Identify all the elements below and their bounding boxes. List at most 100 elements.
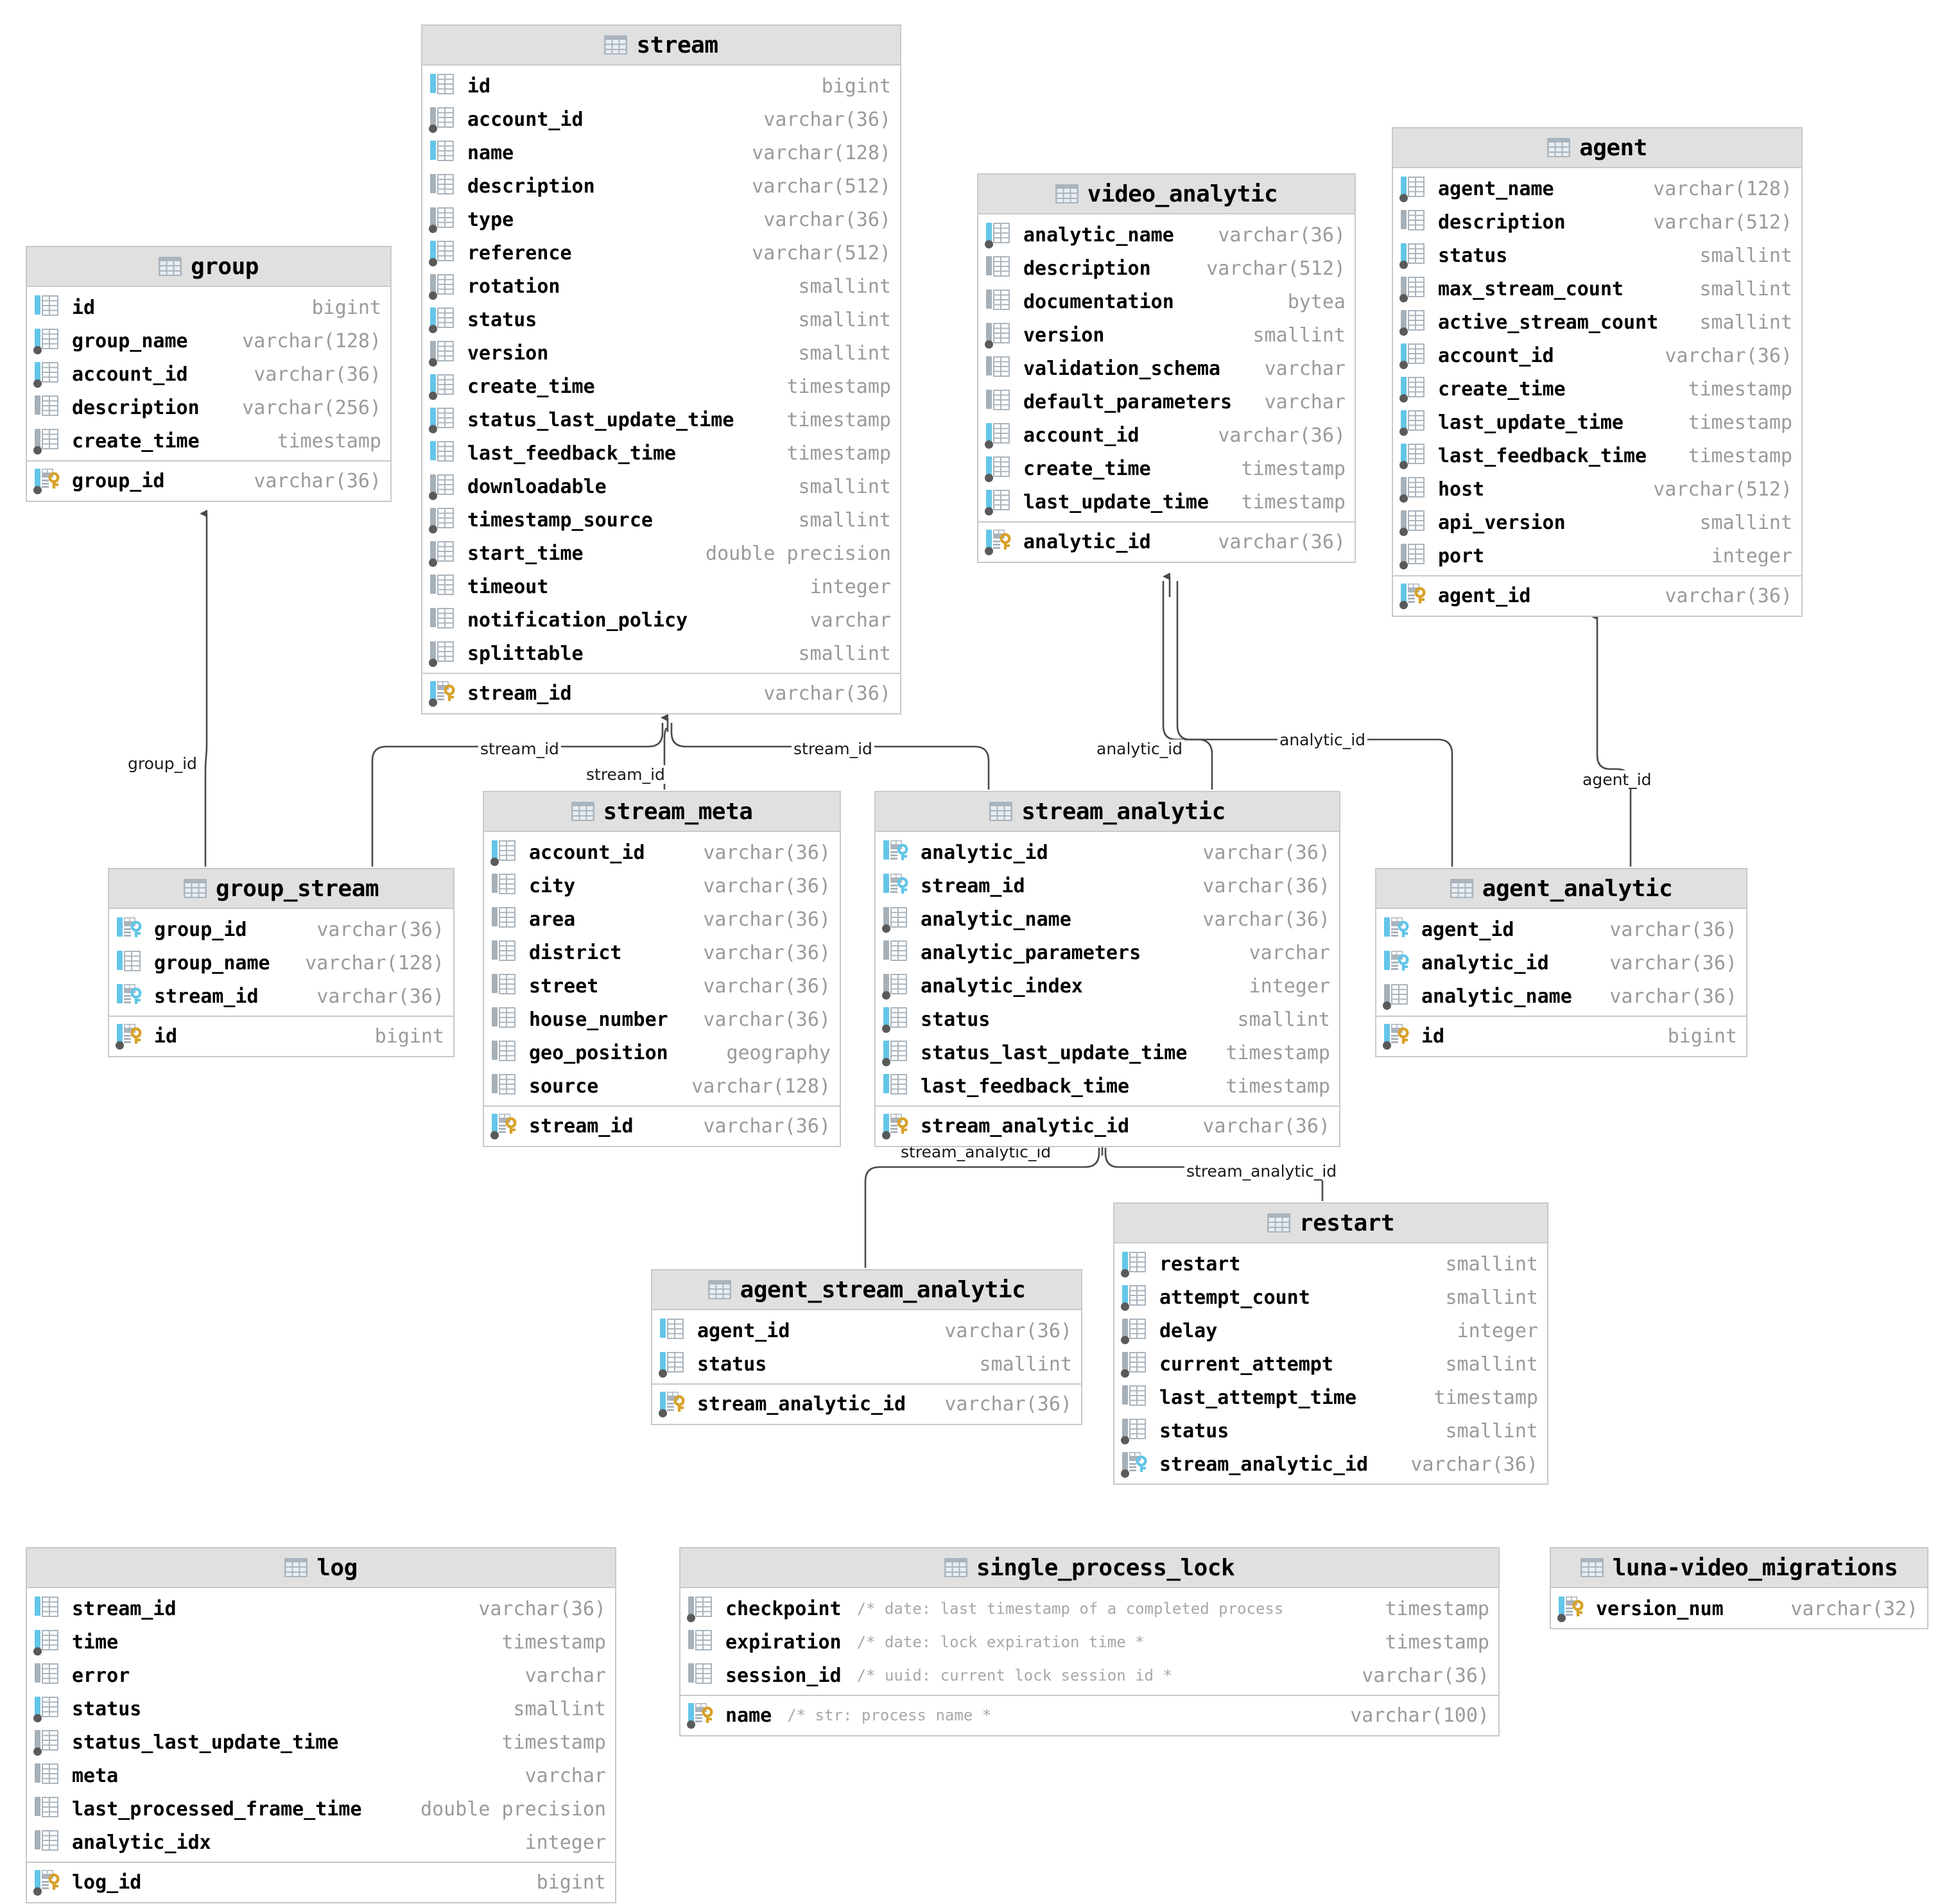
table-header[interactable]: stream_analytic (876, 792, 1339, 832)
table-header[interactable]: stream (422, 26, 900, 65)
table-row[interactable]: checkpoint/* date: last timestamp of a c… (680, 1592, 1498, 1625)
table-header[interactable]: video_analytic (978, 175, 1355, 214)
table-header[interactable]: luna-video_migrations (1551, 1548, 1927, 1588)
table-header[interactable]: log (27, 1548, 615, 1588)
table-row[interactable]: expiration/* date: lock expiration time … (680, 1625, 1498, 1659)
table-header[interactable]: single_process_lock (680, 1548, 1498, 1588)
table-header[interactable]: agent (1393, 128, 1801, 168)
table-header[interactable]: restart (1114, 1204, 1547, 1243)
table-header[interactable]: stream_meta (484, 792, 840, 832)
table-header[interactable]: agent_analytic (1376, 869, 1746, 909)
table-header[interactable]: group_stream (109, 869, 453, 909)
table-header[interactable]: agent_stream_analytic (652, 1270, 1081, 1310)
table-header[interactable]: group (27, 247, 390, 287)
